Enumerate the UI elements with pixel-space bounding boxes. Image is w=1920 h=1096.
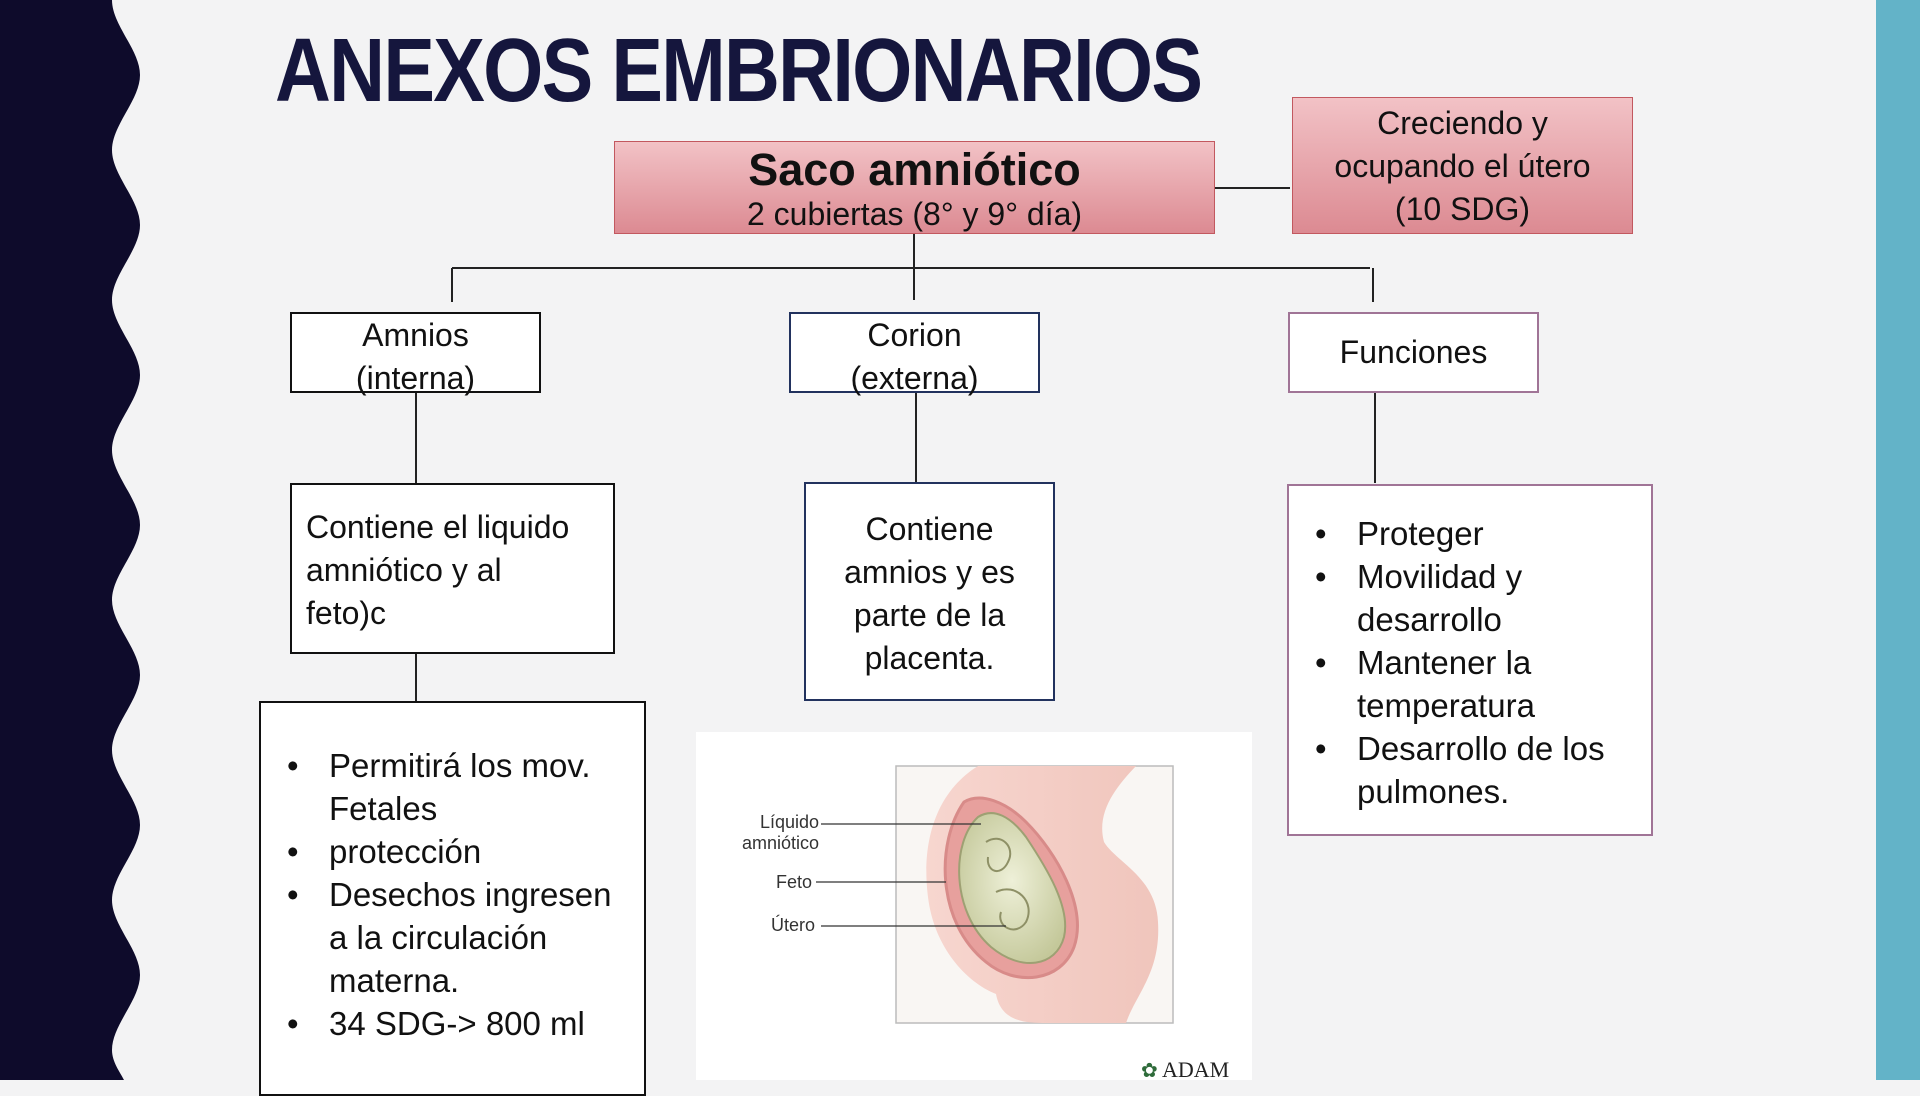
funciones-bullet: Proteger xyxy=(1299,512,1643,555)
amnios-bullets-box: Permitirá los mov. Fetales protección De… xyxy=(259,701,646,1096)
amnios-label-line-2: (interna) xyxy=(355,360,476,396)
figure-label-utero: Útero xyxy=(770,915,815,935)
creciendo-line-2: ocupando el útero xyxy=(1334,148,1591,184)
figure-label-liquido-line-1: Líquido xyxy=(759,812,819,832)
corion-detail-line-3: parte de la xyxy=(853,597,1006,633)
amnios-detail-line-1: Contiene el liquido xyxy=(306,509,570,545)
creciendo-box: Creciendo y ocupando el útero (10 SDG) xyxy=(1292,97,1633,234)
adam-logo-mark: ✿ xyxy=(1141,1060,1158,1080)
funciones-bullet: Movilidad y desarrollo xyxy=(1299,555,1643,641)
amnios-detail-line-3: feto)c xyxy=(306,595,387,631)
corion-detail-line-2: amnios y es xyxy=(844,554,1015,590)
funciones-bullet: Mantener la temperatura xyxy=(1299,641,1643,727)
saco-amniotico-title: Saco amniótico xyxy=(748,144,1081,195)
corion-detail-line-4: placenta. xyxy=(864,640,995,676)
funciones-bullet: Desarrollo de los pulmones. xyxy=(1299,727,1643,813)
creciendo-line-1: Creciendo y xyxy=(1377,105,1548,141)
corion-detail-line-1: Contiene xyxy=(865,511,994,547)
slide-title: ANEXOS EMBRIONARIOS xyxy=(275,21,1203,121)
amniotic-sac-illustration: ✿ xyxy=(816,765,1174,1080)
funciones-bullet-list: Proteger Movilidad y desarrollo Mantener… xyxy=(1299,512,1643,813)
funciones-detail-box: Proteger Movilidad y desarrollo Mantener… xyxy=(1287,484,1653,836)
figure-logo: ADAM xyxy=(1162,1057,1230,1082)
amnios-bullet: 34 SDG-> 800 ml xyxy=(271,1002,636,1045)
saco-amniotico-box: Saco amniótico 2 cubiertas (8° y 9° día) xyxy=(614,141,1215,234)
corion-label-line-1: Corion xyxy=(867,317,962,353)
figure-label-liquido: Líquido amniótico xyxy=(708,812,819,854)
amnios-label-line-1: Amnios xyxy=(362,317,469,353)
amnios-box: Amnios (interna) xyxy=(290,312,541,396)
corion-box: Corion (externa) xyxy=(789,312,1040,396)
figure-label-liquido-line-2: amniótico xyxy=(741,833,819,853)
connector-lines xyxy=(415,187,1376,701)
corion-label-line-2: (externa) xyxy=(850,360,979,396)
amnios-detail-line-2: amniótico y al xyxy=(306,552,502,588)
amnios-bullet: Permitirá los mov. Fetales xyxy=(271,744,636,830)
corion-detail-box: Contiene amnios y es parte de la placent… xyxy=(804,482,1055,701)
amnios-detail-box: Contiene el liquido amniótico y al feto)… xyxy=(290,483,615,654)
creciendo-line-3: (10 SDG) xyxy=(1394,191,1531,227)
amnios-bullet: Desechos ingresen a la circulación mater… xyxy=(271,873,636,1002)
funciones-label: Funciones xyxy=(1339,334,1488,370)
amnios-bullet-list: Permitirá los mov. Fetales protección De… xyxy=(271,744,636,1045)
amniotic-sac-figure: ✿ Líquido amniótico Feto Útero ADAM xyxy=(696,732,1252,1082)
figure-label-feto: Feto xyxy=(775,872,812,892)
wavy-left-band xyxy=(0,0,140,1080)
saco-amniotico-subtitle: 2 cubiertas (8° y 9° día) xyxy=(746,196,1083,232)
funciones-box: Funciones xyxy=(1288,312,1539,393)
teal-right-strip xyxy=(1876,0,1920,1080)
amnios-bullet: protección xyxy=(271,830,636,873)
